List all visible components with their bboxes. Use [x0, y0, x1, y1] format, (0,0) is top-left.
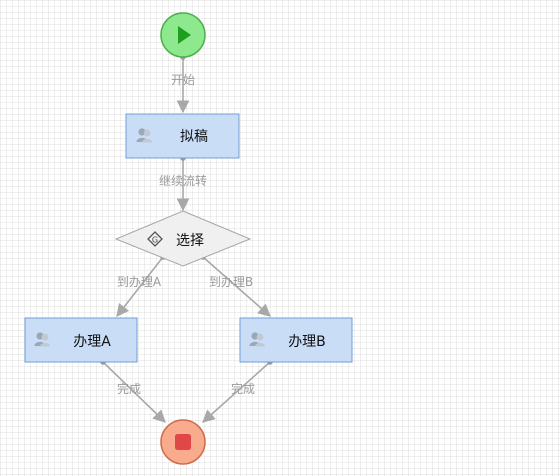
task-node-handle-b[interactable]: 办理B [239, 317, 353, 363]
start-node[interactable] [160, 12, 206, 58]
gateway-label-choice: 选择 [176, 233, 204, 249]
task-label-draft: 拟稿 [180, 129, 208, 145]
edge-label-continue: 继续流转 [159, 173, 207, 188]
end-node[interactable] [160, 419, 206, 465]
edge-label-to-a: 到办理A [117, 274, 162, 289]
task-label-handle-b: 办理B [288, 334, 326, 350]
svg-text:G: G [152, 236, 158, 245]
play-icon [178, 26, 191, 44]
edge-label-start: 开始 [171, 73, 195, 87]
gateway-node-choice[interactable]: G 选择 [114, 210, 252, 267]
gateway-icon: G [147, 231, 163, 247]
edge-label-to-b: 到办理B [209, 274, 253, 289]
edge-label-complete-a: 完成 [117, 381, 141, 396]
edge-label-complete-b: 完成 [231, 381, 255, 396]
task-node-handle-a[interactable]: 办理A [24, 317, 138, 363]
task-node-draft[interactable]: 拟稿 [125, 113, 240, 159]
stop-icon [175, 434, 191, 450]
task-label-handle-a: 办理A [73, 334, 111, 350]
